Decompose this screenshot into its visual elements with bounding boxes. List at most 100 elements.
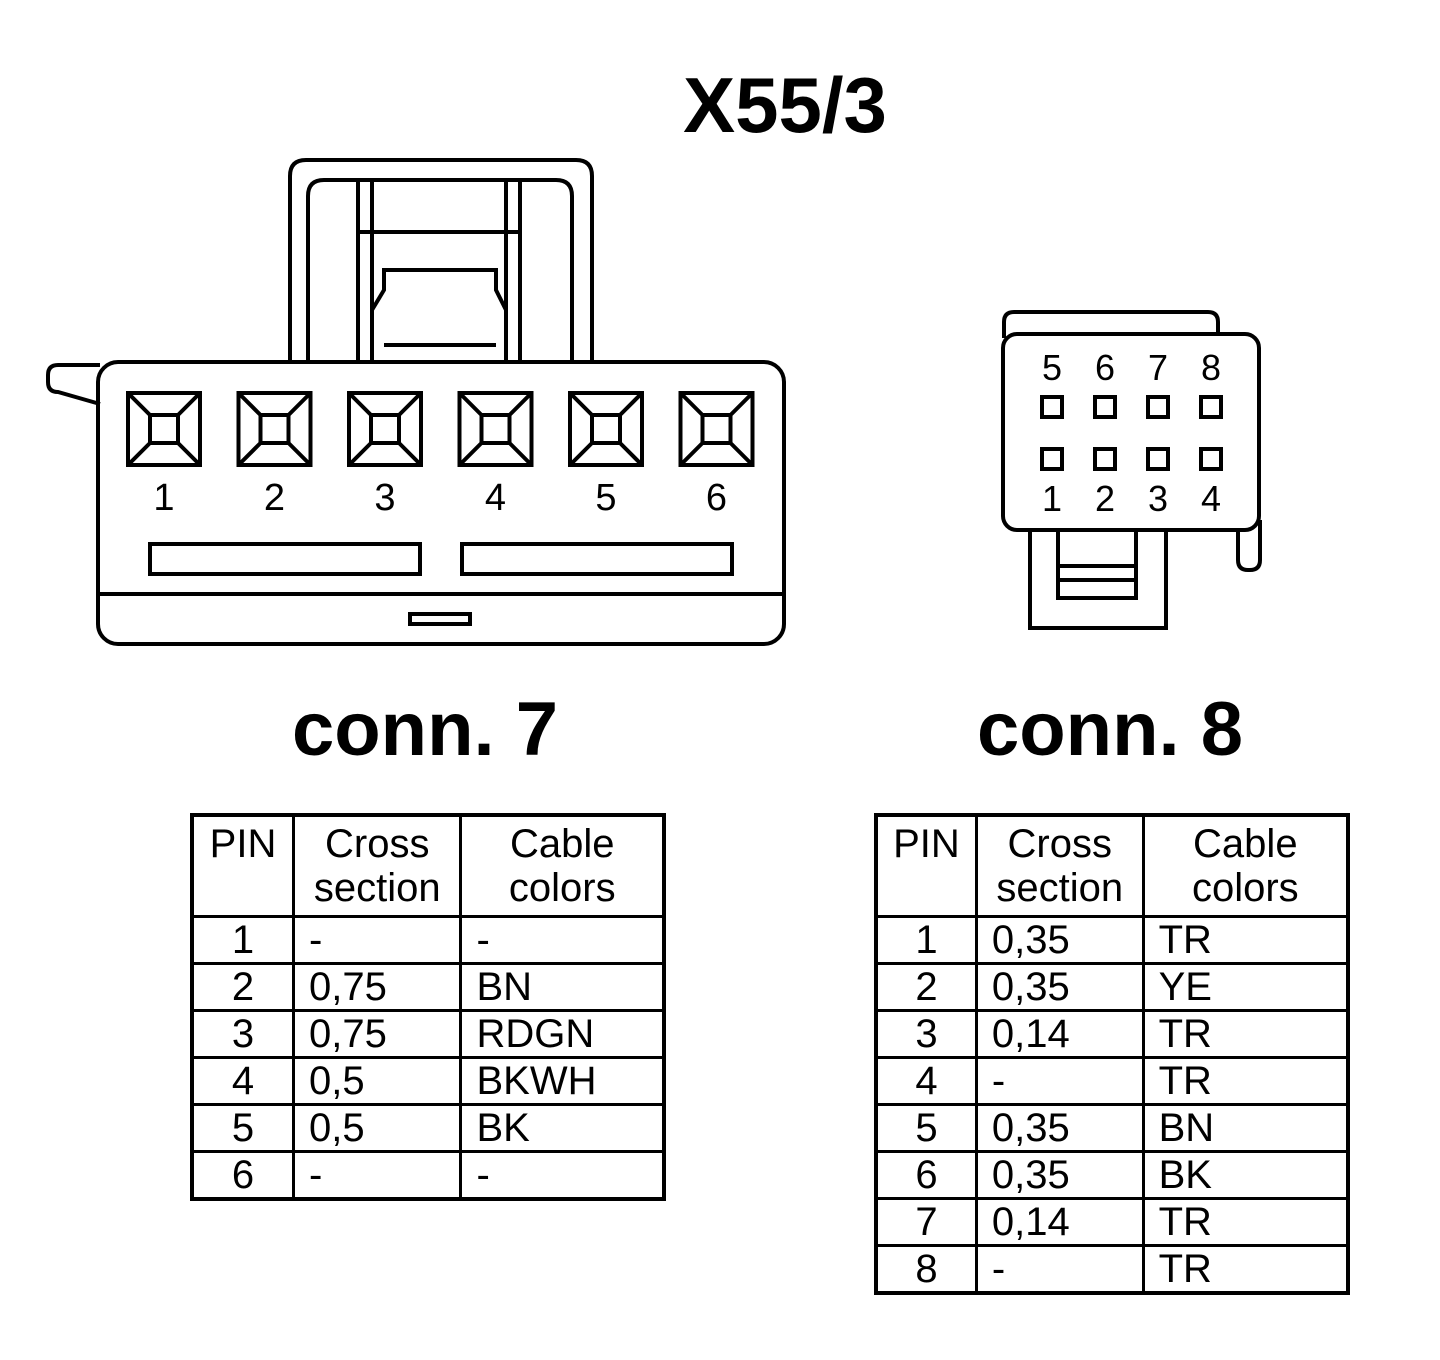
- pin-cell: 8: [874, 1244, 978, 1295]
- connector-8-pin-label: 3: [1148, 478, 1168, 519]
- connector-7-terminal: [126, 391, 202, 467]
- connector-7-drawing: [46, 158, 786, 646]
- connector-7-key: [408, 612, 472, 626]
- pin-cell: 3: [190, 1009, 295, 1059]
- connector-8-label: conn. 8: [976, 687, 1244, 772]
- cable-color-cell: TR: [1141, 1056, 1350, 1106]
- pin-cell: 2: [190, 962, 295, 1012]
- cable-color-cell: TR: [1141, 1197, 1350, 1247]
- cable-color-cell: TR: [1141, 1009, 1350, 1059]
- connector-7-label: conn. 7: [291, 687, 559, 772]
- connector-7-latch: [288, 158, 594, 362]
- pin-cell: 1: [874, 915, 978, 965]
- pin-cell: 7: [874, 1197, 978, 1247]
- connector-8-drawing: [1001, 310, 1262, 630]
- connector-8-terminal: [1040, 447, 1064, 471]
- pin-header: PIN: [190, 813, 295, 918]
- pin-cell: 5: [874, 1103, 978, 1153]
- connector-8-terminal: [1199, 447, 1223, 471]
- cross-section-cell: 0,35: [974, 1150, 1145, 1200]
- cable-color-cell: BKWH: [459, 1056, 666, 1106]
- pin-cell: 2: [874, 962, 978, 1012]
- cross-section-cell: 0,75: [291, 962, 463, 1012]
- cable-color-cell: TR: [1141, 915, 1350, 965]
- table-row: 1--: [190, 915, 666, 965]
- connector-8-pin-label: 8: [1201, 347, 1221, 388]
- connector-8-pin-label: 5: [1042, 347, 1062, 388]
- connector-8-terminal: [1040, 395, 1064, 419]
- pin-cell: 1: [190, 915, 295, 965]
- connector-7-terminal: [568, 391, 644, 467]
- connector-7-terminal: [678, 391, 755, 467]
- connector-7-pin-label: 6: [706, 477, 727, 519]
- connector-8-pin-label: 6: [1095, 347, 1115, 388]
- pin-header: PIN: [874, 813, 978, 918]
- connector-7-pin-label: 1: [153, 477, 174, 519]
- cross-section-cell: -: [974, 1056, 1145, 1106]
- cross-section-cell: -: [291, 1150, 463, 1201]
- cable-color-cell: BK: [1141, 1150, 1350, 1200]
- cable-color-cell: YE: [1141, 962, 1350, 1012]
- connector-7-terminal: [457, 391, 534, 467]
- pin-cell: 5: [190, 1103, 295, 1153]
- cross-section-cell: 0,35: [974, 962, 1145, 1012]
- connector-7-pin-label: 4: [485, 477, 506, 519]
- pin-cell: 3: [874, 1009, 978, 1059]
- connector-7-body: [96, 360, 786, 646]
- cross-section-cell: 0,14: [974, 1197, 1145, 1247]
- cable-color-cell: -: [459, 1150, 666, 1201]
- connector-7-pin-label: 2: [264, 477, 285, 519]
- connector-7-side-tab: [46, 363, 101, 406]
- cross-section-cell: 0,14: [974, 1009, 1145, 1059]
- cable-color-cell: TR: [1141, 1244, 1350, 1295]
- cable-color-cell: BK: [459, 1103, 666, 1153]
- connector-7-pin-label: 3: [374, 477, 395, 519]
- connector-8-terminal: [1093, 395, 1117, 419]
- cross-section-cell: -: [291, 915, 463, 965]
- connector-8-terminal: [1199, 395, 1223, 419]
- cable-color-cell: BN: [1141, 1103, 1350, 1153]
- cross-section-cell: -: [974, 1244, 1145, 1295]
- cable-color-cell: -: [459, 915, 666, 965]
- connector-8-terminal: [1146, 447, 1170, 471]
- connector-8-pin-label: 4: [1201, 478, 1221, 519]
- connector-8-terminal: [1146, 395, 1170, 419]
- connector-8-terminal: [1093, 447, 1117, 471]
- cross-section-cell: 0,35: [974, 1103, 1145, 1153]
- connector-8-side-tab: [1236, 520, 1262, 572]
- connector-7-slot: [460, 542, 734, 576]
- cable-color-cell: BN: [459, 962, 666, 1012]
- connector-7-terminal: [347, 391, 423, 467]
- cross-section-cell: 0,75: [291, 1009, 463, 1059]
- cross-section-cell: 0,35: [974, 915, 1145, 965]
- connector-8-pin-label: 1: [1042, 478, 1062, 519]
- connector-8-pin-label: 7: [1148, 347, 1168, 388]
- cable-color-cell: RDGN: [459, 1009, 666, 1059]
- pin-cell: 6: [874, 1150, 978, 1200]
- diagram-title: X55/3: [683, 61, 887, 149]
- connector-8-pin-label: 2: [1095, 478, 1115, 519]
- table-row: 4-TR: [874, 1056, 1350, 1106]
- pin-cell: 6: [190, 1150, 295, 1201]
- connector-7-slot: [148, 542, 422, 576]
- cross-section-cell: 0,5: [291, 1056, 463, 1106]
- table-row: 6--: [190, 1150, 666, 1201]
- connector-8-body: [1001, 332, 1261, 532]
